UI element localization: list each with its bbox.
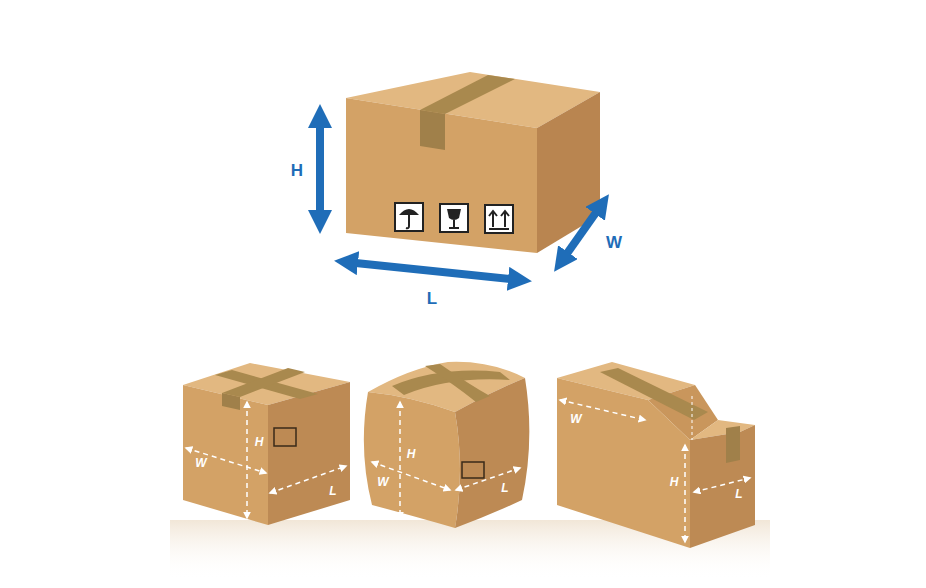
tape xyxy=(425,364,490,402)
tape xyxy=(222,393,240,410)
tape xyxy=(222,368,305,397)
symbol-frame xyxy=(440,204,468,232)
dimension-label: W xyxy=(604,233,624,252)
height-dash xyxy=(246,402,248,518)
dimension-label: L xyxy=(733,487,744,501)
width-dash xyxy=(186,448,266,473)
width-arrow xyxy=(561,204,602,262)
dimension-label: W xyxy=(375,475,390,489)
box-side xyxy=(268,382,350,525)
dimension-label: H xyxy=(405,447,418,461)
box-front xyxy=(364,392,460,528)
dimension-label: H xyxy=(289,161,305,180)
glass-symbol xyxy=(440,204,468,232)
dimension-label: W xyxy=(193,456,208,470)
handling-symbol xyxy=(274,428,296,446)
box-front xyxy=(183,385,268,525)
box-front xyxy=(346,98,537,253)
bulging-box xyxy=(364,362,530,528)
dimension-label: L xyxy=(327,484,338,498)
dimension-label: L xyxy=(499,481,510,495)
tape xyxy=(600,368,708,420)
symbol-frame xyxy=(485,205,513,233)
umbrella-symbol xyxy=(395,203,423,231)
tape xyxy=(420,75,515,114)
tape xyxy=(420,110,445,150)
dimension-label: W xyxy=(568,412,583,426)
box-side xyxy=(537,92,600,253)
up-arrows xyxy=(489,211,509,229)
length-arrow xyxy=(346,262,520,280)
height-arrow xyxy=(316,116,324,222)
cube-box xyxy=(183,363,350,525)
handling-symbol xyxy=(462,462,484,478)
tape xyxy=(726,426,740,463)
umbrella-top xyxy=(399,209,419,215)
box-side xyxy=(690,425,755,548)
guide-dash xyxy=(692,396,693,440)
this-way-up-symbol xyxy=(485,205,513,233)
umbrella-handle xyxy=(406,215,409,228)
main-box xyxy=(320,72,602,280)
glass-stem xyxy=(449,220,459,228)
dimension-label: H xyxy=(668,475,681,489)
width-dash xyxy=(372,462,450,490)
stepped-box xyxy=(557,362,755,548)
height-dash xyxy=(399,402,401,518)
glass-bowl xyxy=(447,209,461,220)
dimension-label: H xyxy=(253,435,266,449)
box-side xyxy=(455,378,529,528)
symbol-frame xyxy=(395,203,423,231)
dimension-label: L xyxy=(425,289,439,308)
height-dash xyxy=(684,445,686,542)
